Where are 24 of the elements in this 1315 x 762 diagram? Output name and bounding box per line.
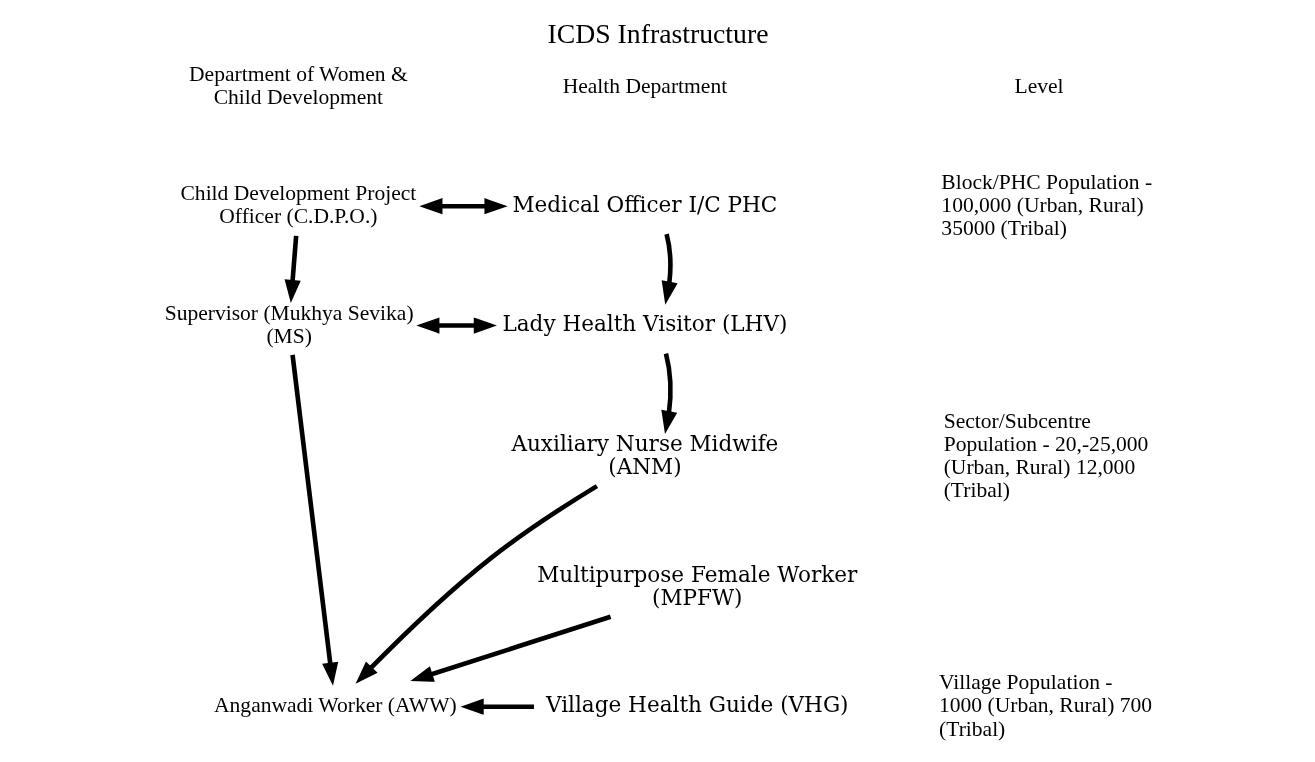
node-text: Village Health Guide (VHG) <box>545 692 849 718</box>
node-text: Lady Health Visitor (LHV) <box>501 311 787 337</box>
label: Sector/Subcentre Population - 20,-25,000 (Urban, Rural) 12,000 (Tribal) <box>943 408 1148 502</box>
arrow <box>418 198 508 215</box>
arrow <box>415 317 497 334</box>
node-text: Auxiliary Nurse Midwife (ANM) <box>510 430 778 479</box>
label: Department of Women & Child Development <box>188 61 408 110</box>
diagram-title: ICDS Infrastructure <box>547 17 768 49</box>
arrow <box>460 698 534 715</box>
label: Health Department <box>562 73 727 98</box>
arrow <box>409 614 611 682</box>
label: Village Population - 1000 (Urban, Rural) 700 (Tribal) <box>938 670 1152 741</box>
arrow <box>289 354 338 686</box>
label: Level <box>1014 73 1064 98</box>
arrow <box>284 235 301 304</box>
arrow <box>661 233 678 305</box>
node-text: Medical Officer I/C PHC <box>511 191 777 217</box>
node-text: Anganwadi Worker (AWW) <box>213 693 457 718</box>
label: Block/PHC Population - 100,000 (Urban, Rural) 35000 (Tribal) <box>940 169 1152 240</box>
arrow <box>355 484 598 684</box>
node-text: Child Development Project Officer (C.D.P.O.) <box>180 181 416 229</box>
node-text: Supervisor (Mukhya Sevika) (MS) <box>164 300 414 348</box>
arrow <box>660 353 677 434</box>
node-text: Multipurpose Female Worker (MPFW) <box>536 561 857 610</box>
